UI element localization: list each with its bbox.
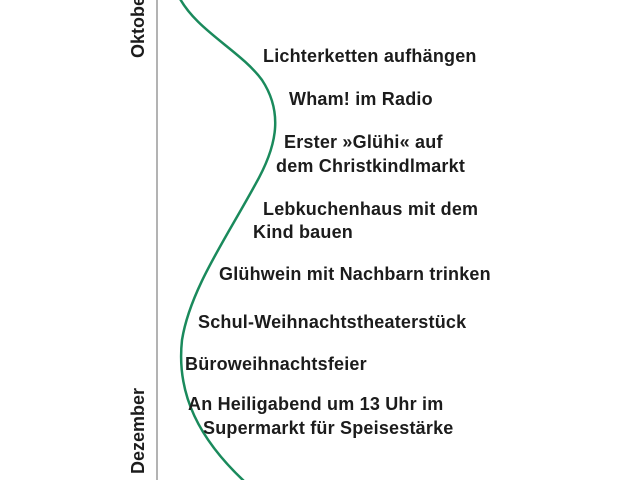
event-label: An Heiligabend um 13 Uhr im bbox=[188, 394, 444, 414]
event-label: Lebkuchenhaus mit dem bbox=[263, 199, 479, 219]
axis-label-bottom: Dezember bbox=[128, 387, 148, 474]
mood-curve bbox=[179, 0, 277, 480]
event-label: Schul-Weihnachtstheaterstück bbox=[198, 312, 467, 332]
event-label: Wham! im Radio bbox=[289, 89, 433, 109]
event-label: Lichterketten aufhängen bbox=[263, 46, 477, 66]
event-label: dem Christkindlmarkt bbox=[276, 156, 466, 176]
event-label: Büroweihnachtsfeier bbox=[185, 354, 367, 374]
event-label: Kind bauen bbox=[253, 222, 353, 242]
event-label: Supermarkt für Speisestärke bbox=[203, 418, 454, 438]
axis-label-top: Oktober bbox=[128, 0, 148, 58]
event-label: Erster »Glühi« auf bbox=[284, 132, 443, 152]
event-label: Glühwein mit Nachbarn trinken bbox=[219, 264, 491, 284]
